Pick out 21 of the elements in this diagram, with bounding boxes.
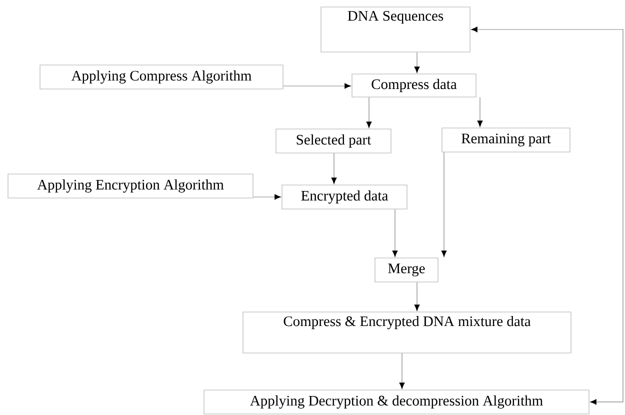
arrow: [471, 26, 624, 405]
process-box: Remaining part: [442, 128, 570, 152]
arrow: [441, 152, 447, 257]
process-box: DNA Sequences: [320, 6, 470, 52]
arrow: [477, 97, 483, 127]
arrow: [414, 52, 420, 73]
process-box: Applying Compress Algorithm: [40, 64, 284, 90]
arrow: [399, 353, 405, 389]
arrow: [331, 153, 337, 184]
arrow: [366, 97, 372, 128]
arrow: [283, 83, 351, 89]
process-box: Merge: [374, 258, 438, 282]
process-box: Compress & Encrypted DNA mixture data: [242, 312, 572, 354]
arrow: [414, 282, 420, 311]
process-box: Compress data: [352, 74, 476, 98]
arrow: [392, 209, 398, 257]
process-box: Applying Decryption & decompression Algorithm: [204, 390, 590, 414]
process-box: Encrypted data: [282, 184, 408, 210]
process-box: Applying Encryption Algorithm: [8, 174, 254, 198]
arrow: [253, 194, 281, 200]
process-box: Selected part: [276, 128, 392, 154]
